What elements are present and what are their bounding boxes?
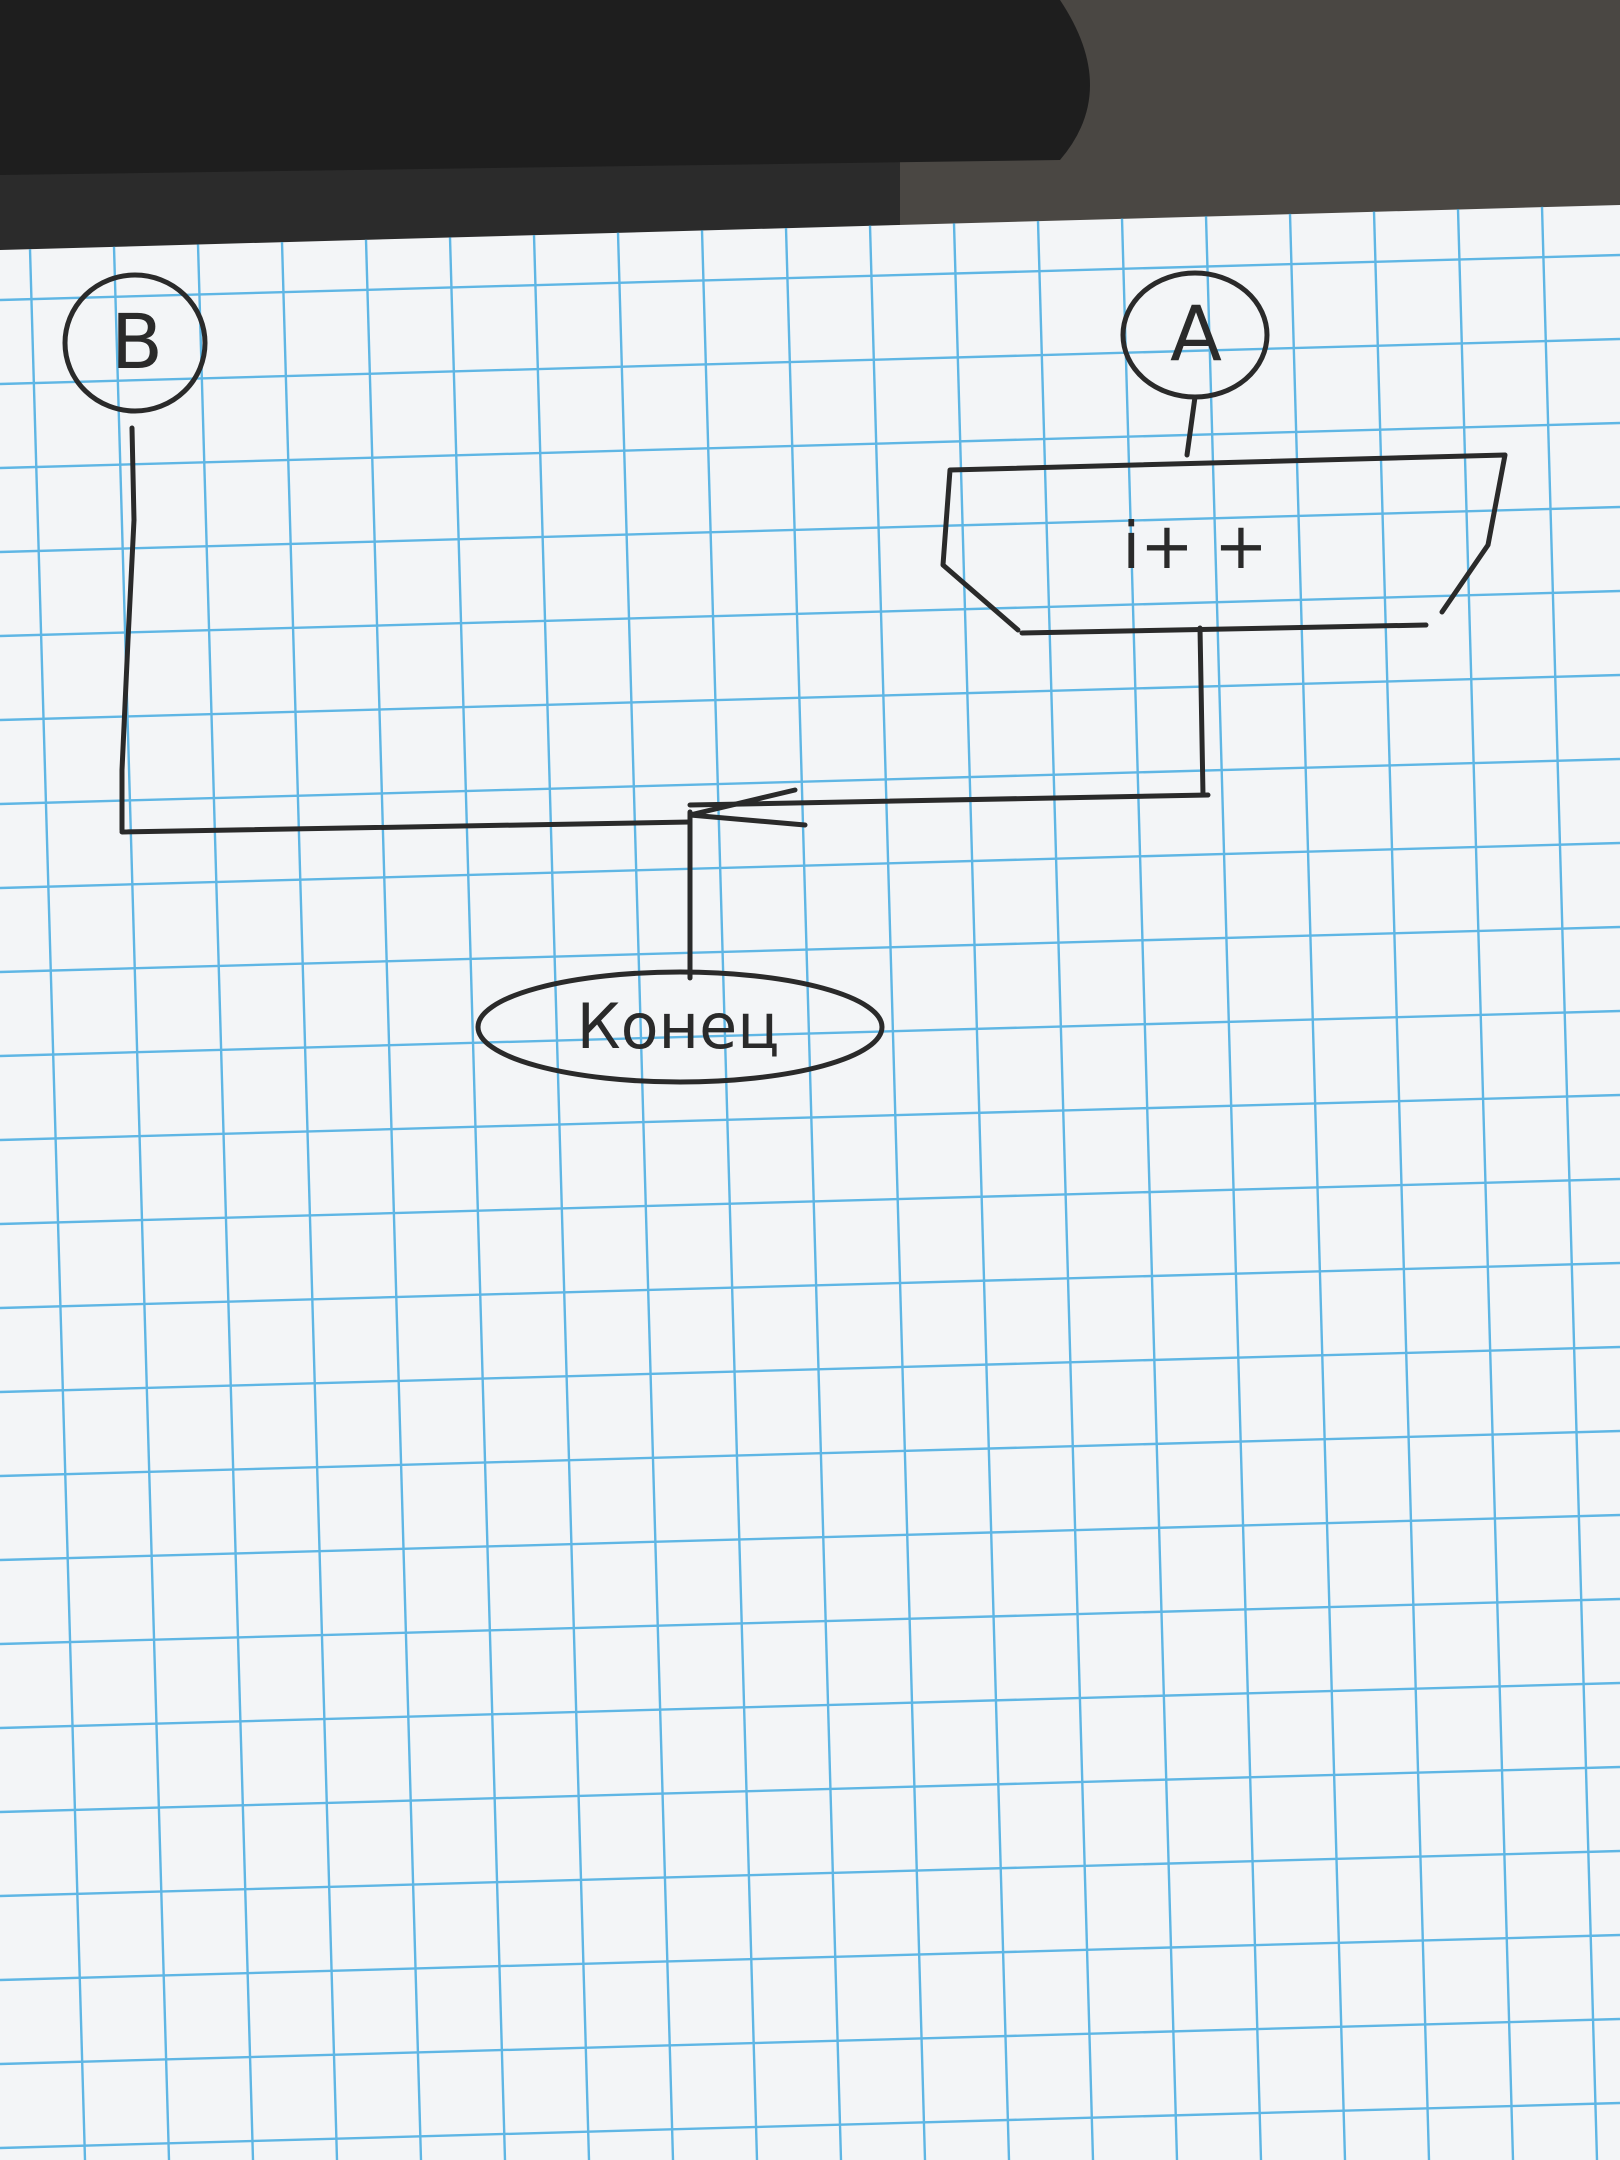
terminator-end-ellipse <box>475 969 885 1085</box>
grid-line-horizontal <box>0 505 1620 554</box>
grid-line-vertical <box>1456 209 1515 2160</box>
grid-line-vertical <box>112 246 171 2160</box>
grid-line-vertical <box>784 227 843 2160</box>
grid-line-horizontal <box>0 2017 1620 2066</box>
table-shadow <box>0 0 1090 175</box>
loop-end-block-shape <box>940 452 1508 636</box>
flowchart-ink <box>62 270 1508 1085</box>
grid-line-vertical <box>868 225 927 2160</box>
grid-line-horizontal <box>0 421 1620 470</box>
connector-b-circle <box>62 272 208 414</box>
terminator-end-label: Конец <box>577 990 780 1063</box>
grid-line-horizontal <box>0 1261 1620 1310</box>
grid-line-horizontal <box>0 1093 1620 1142</box>
grid-line-horizontal <box>0 1681 1620 1730</box>
grid-line-horizontal <box>0 1009 1620 1058</box>
loop-end-block-label: i+ + <box>1122 510 1267 584</box>
grid-line-vertical <box>364 239 423 2160</box>
grid-line-vertical <box>448 237 507 2160</box>
graph-paper-sheet <box>0 205 1620 2160</box>
grid-line-vertical <box>532 235 591 2160</box>
merge-line-right <box>687 792 1211 808</box>
grid-line-horizontal <box>0 1849 1620 1898</box>
grid-line-vertical <box>952 223 1011 2160</box>
grid-line-vertical <box>280 242 339 2160</box>
grid-line-horizontal <box>0 1429 1620 1478</box>
line-from-b <box>119 425 137 833</box>
grid-line-vertical <box>28 249 87 2160</box>
grid-line-horizontal <box>0 1513 1620 1562</box>
grid-line-horizontal <box>0 1345 1620 1394</box>
line-from-block <box>1197 625 1206 798</box>
grid-line-vertical <box>1204 216 1263 2160</box>
grid-line-horizontal <box>0 757 1620 806</box>
grid-line-horizontal <box>0 673 1620 722</box>
grid-line-horizontal <box>0 1765 1620 1814</box>
grid-line-vertical <box>196 244 255 2160</box>
grid-line-horizontal <box>0 337 1620 386</box>
grid-line-horizontal <box>0 841 1620 890</box>
grid-line-horizontal <box>0 253 1620 302</box>
grid-line-horizontal <box>0 1597 1620 1646</box>
grid-line-horizontal <box>0 2101 1620 2150</box>
graph-paper-grid <box>0 206 1620 2160</box>
grid-line-horizontal <box>0 925 1620 974</box>
grid-line-vertical <box>1036 220 1095 2160</box>
grid-line-vertical <box>1120 218 1179 2160</box>
grid-line-horizontal <box>0 1177 1620 1226</box>
merge-line-left <box>119 819 693 835</box>
grid-line-vertical <box>700 230 759 2160</box>
line-from-a <box>1184 394 1198 458</box>
connector-b-label: B <box>111 297 163 386</box>
grid-line-vertical <box>1540 206 1599 2160</box>
connector-a-label: A <box>1170 289 1222 378</box>
grid-line-vertical <box>616 232 675 2160</box>
grid-line-horizontal <box>0 589 1620 638</box>
grid-line-horizontal <box>0 1933 1620 1982</box>
